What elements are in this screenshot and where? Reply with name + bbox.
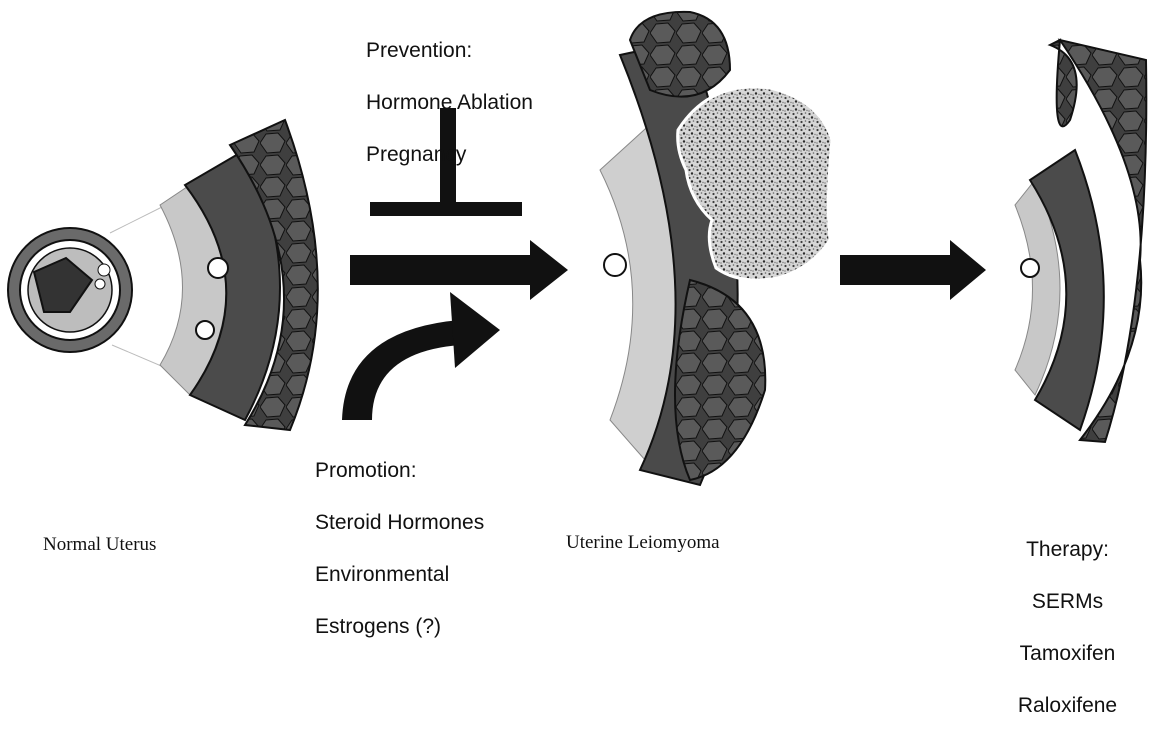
diagram-stage: Prevention: Hormone Ablation Pregnancy P… bbox=[0, 0, 1149, 622]
promotion-label: Promotion: Steroid Hormones Environmenta… bbox=[315, 432, 484, 666]
prevention-label: Prevention: Hormone Ablation Pregnancy bbox=[366, 12, 533, 194]
therapy-arrow-icon bbox=[840, 240, 986, 300]
curved-arrow-icon bbox=[342, 292, 500, 420]
therapy-item: Raloxifene bbox=[1000, 693, 1135, 719]
therapy-item: SERMs bbox=[1000, 589, 1135, 615]
promotion-item: Estrogens (?) bbox=[315, 614, 484, 640]
promotion-item: Steroid Hormones bbox=[315, 510, 484, 536]
diagram-svg bbox=[0, 0, 1149, 622]
stage-label-normal: Normal Uterus bbox=[43, 533, 156, 557]
therapy-label: Therapy: SERMs Tamoxifen Raloxifene bbox=[1000, 511, 1135, 745]
prevention-item: Pregnancy bbox=[366, 142, 533, 168]
promotion-heading: Promotion: bbox=[315, 458, 484, 484]
right-arrow-icon bbox=[350, 240, 568, 300]
promotion-item: Environmental bbox=[315, 562, 484, 588]
therapy-heading: Therapy: bbox=[1000, 537, 1135, 563]
uterus-cross-section-icon bbox=[8, 205, 166, 368]
normal-uterus-wall-icon bbox=[160, 120, 318, 430]
prevention-item: Hormone Ablation bbox=[366, 90, 533, 116]
therapy-item: Tamoxifen bbox=[1000, 641, 1135, 667]
prevention-heading: Prevention: bbox=[366, 38, 533, 64]
stage-label-leiomyoma: Uterine Leiomyoma bbox=[566, 531, 720, 555]
treated-uterus-wall-icon bbox=[1015, 40, 1146, 442]
